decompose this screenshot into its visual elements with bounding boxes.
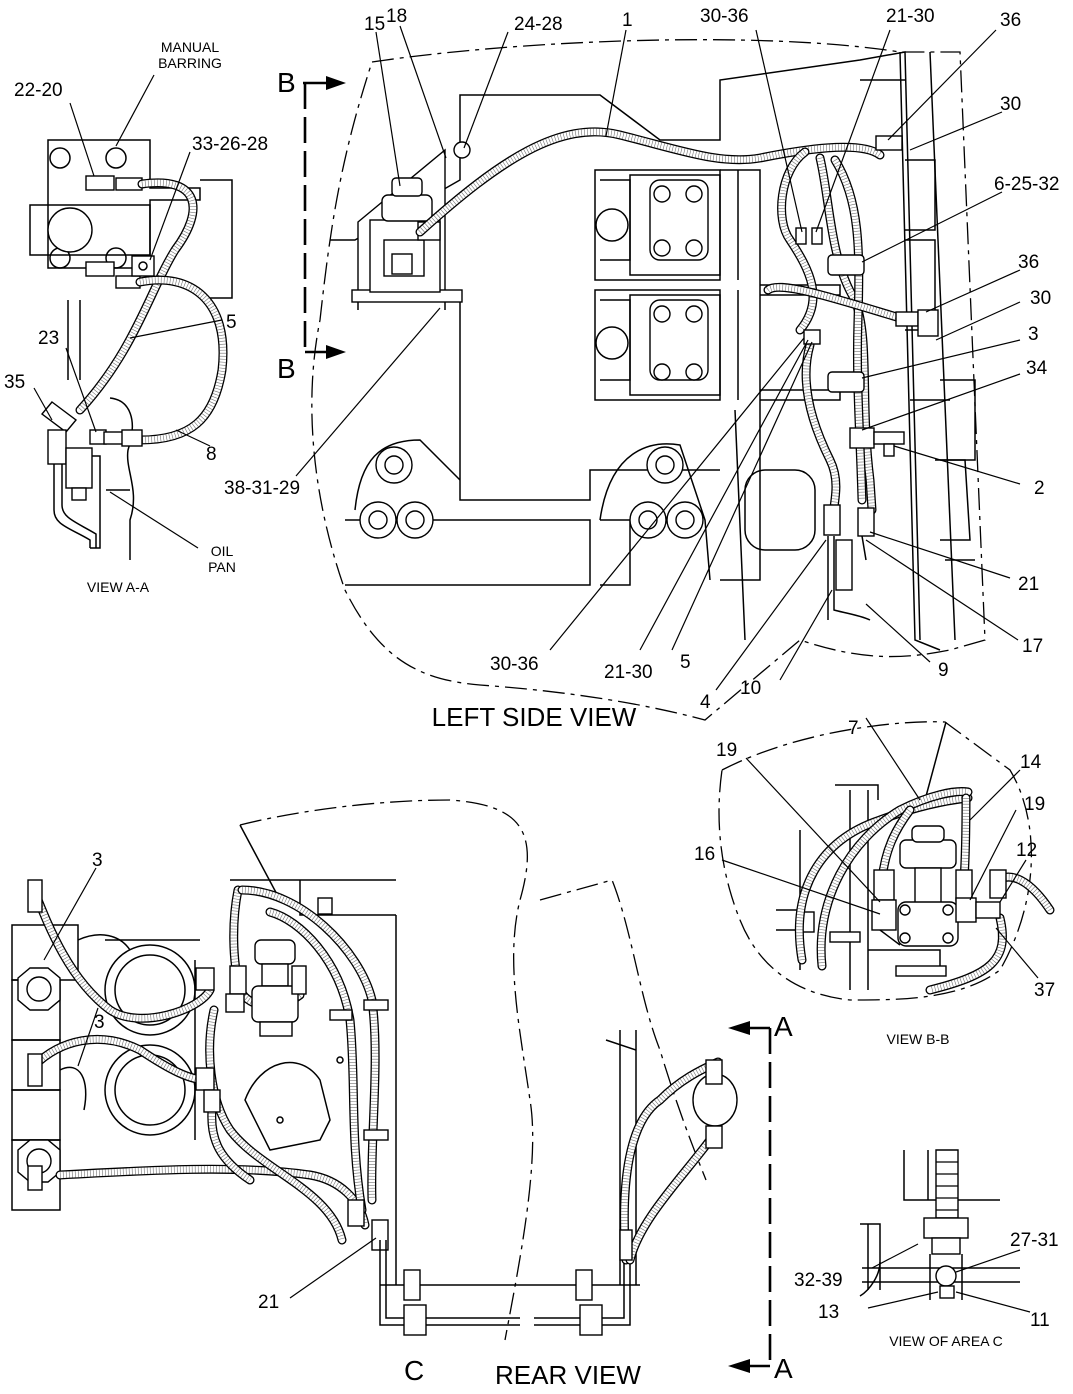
- callout-ls-6-25-32: 6-25-32: [994, 174, 1060, 195]
- callout-c-27-31: 27-31: [1010, 1230, 1059, 1251]
- callout-ls-30-mid: 30: [1030, 288, 1051, 309]
- section-a-bottom: A: [774, 1353, 793, 1384]
- callout-ls-36-top: 36: [1000, 10, 1021, 31]
- callout-ls-2: 2: [1034, 478, 1045, 499]
- area-c-title: VIEW OF AREA C: [889, 1333, 1003, 1349]
- note-oil-pan-1: OIL: [211, 543, 234, 559]
- callout-ls-21: 21: [1018, 574, 1039, 595]
- callout-bb-16: 16: [694, 844, 715, 865]
- section-a-top: A: [774, 1011, 793, 1042]
- callout-rv-3-bottom: 3: [94, 1012, 105, 1033]
- section-c: C: [404, 1355, 424, 1386]
- note-manual-barring-2: BARRING: [158, 55, 222, 71]
- left-side-view-title: LEFT SIDE VIEW: [432, 702, 637, 732]
- callout-aa-23: 23: [38, 328, 59, 349]
- view-aa: [29, 74, 233, 560]
- callout-aa-35: 35: [4, 372, 25, 393]
- section-b-bottom: B: [277, 353, 296, 384]
- callout-ls-18: 18: [386, 6, 407, 27]
- callout-c-13: 13: [818, 1302, 839, 1323]
- callout-ls-9: 9: [938, 660, 949, 681]
- note-manual-barring-1: MANUAL: [161, 39, 220, 55]
- callout-bb-12: 12: [1016, 840, 1037, 861]
- view-bb-title: VIEW B-B: [886, 1031, 949, 1047]
- callout-33-26-28: 33-26-28: [192, 134, 268, 155]
- callout-bb-14: 14: [1020, 752, 1042, 773]
- rear-view: [11, 799, 772, 1373]
- view-area-c: [859, 1149, 1031, 1313]
- callout-aa-5: 5: [226, 312, 237, 333]
- callout-22-20: 22-20: [14, 80, 63, 101]
- callout-ls-3: 3: [1028, 324, 1039, 345]
- callout-bb-37: 37: [1034, 980, 1055, 1001]
- callout-ls-15: 15: [364, 14, 385, 35]
- callout-c-32-39: 32-39: [794, 1270, 843, 1291]
- callout-aa-8: 8: [206, 444, 217, 465]
- callout-ls-4: 4: [700, 692, 711, 713]
- view-bb: [718, 717, 1055, 1001]
- view-aa-title: VIEW A-A: [87, 579, 150, 595]
- note-oil-pan-2: PAN: [208, 559, 236, 575]
- callout-ls-21-30-top: 21-30: [886, 6, 935, 27]
- callout-ls-21-30-bottom: 21-30: [604, 662, 653, 683]
- callout-bb-19-left: 19: [716, 740, 737, 761]
- callout-ls-38-31-29: 38-31-29: [224, 478, 300, 499]
- callout-ls-10: 10: [740, 678, 761, 699]
- callout-ls-30-top: 30: [1000, 94, 1021, 115]
- callout-ls-36-mid: 36: [1018, 252, 1039, 273]
- callout-ls-30-36-bottom: 30-36: [490, 654, 539, 675]
- callout-bb-7: 7: [848, 718, 859, 739]
- text-labels: LEFT SIDE VIEW VIEW A-A VIEW B-B REAR VI…: [4, 6, 1060, 1390]
- callout-ls-24-28: 24-28: [514, 14, 563, 35]
- section-b-top: B: [277, 67, 296, 98]
- callout-ls-5: 5: [680, 652, 691, 673]
- callout-c-11: 11: [1030, 1310, 1050, 1331]
- left-side-view: [295, 25, 1021, 721]
- rear-view-title: REAR VIEW: [495, 1360, 641, 1390]
- callout-ls-17: 17: [1022, 636, 1043, 657]
- callout-ls-34: 34: [1026, 358, 1048, 379]
- callout-rv-3-top: 3: [92, 850, 103, 871]
- callout-ls-1: 1: [622, 10, 633, 31]
- callout-rv-21: 21: [258, 1292, 279, 1313]
- callout-bb-19-right: 19: [1024, 794, 1045, 815]
- callout-ls-30-36-top: 30-36: [700, 6, 749, 27]
